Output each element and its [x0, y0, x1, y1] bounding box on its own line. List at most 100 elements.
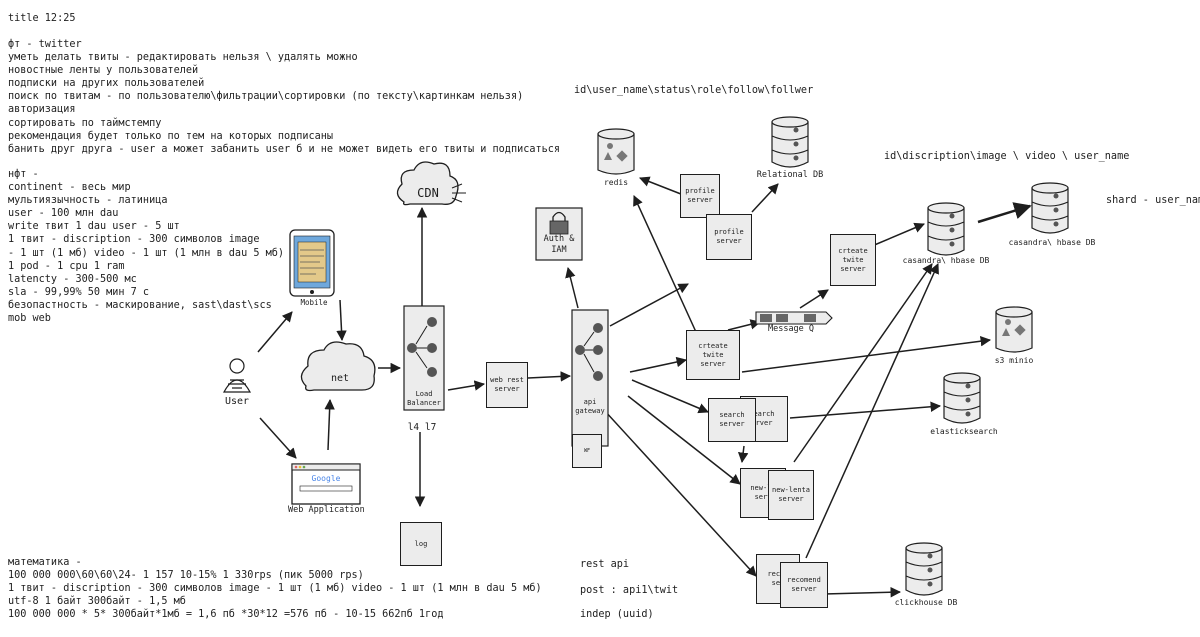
fr-line: авторизация — [8, 104, 76, 116]
log-label: log — [414, 539, 428, 548]
box-line: crteate — [698, 341, 728, 350]
box-line: server — [494, 385, 520, 393]
box-line: profile — [714, 228, 744, 236]
search-server-box: search server — [708, 398, 756, 442]
box-line: server — [700, 359, 726, 368]
user-icon — [222, 358, 252, 393]
api-note-post: post : api1\twit — [580, 585, 679, 596]
box-line: rver — [755, 419, 773, 427]
api-note-indep: indep (uuid) — [580, 609, 654, 620]
user-label: User — [224, 396, 250, 407]
redis-db-icon — [597, 128, 635, 175]
nfr-line: - 1 шт (1 мб) video - 1 шт (1 млн в dau … — [8, 247, 285, 259]
s3-minio-label: s3 minio — [994, 356, 1034, 365]
elasticsearch-db-icon — [943, 372, 981, 424]
fr-line: банить друг друга - user a может забанит… — [8, 143, 561, 155]
line-search-lenta — [737, 445, 749, 464]
waf-label: WF — [583, 447, 591, 454]
lb-line: Balancer — [407, 399, 441, 407]
arrow-create-msgq — [727, 319, 762, 331]
web-application-icon — [291, 463, 361, 505]
gw-line: api — [583, 398, 597, 406]
nfr-line: continent - весь мир — [8, 182, 131, 194]
arrow-profile-redis — [639, 176, 687, 197]
tweet-schema-note: id\discription\image \ video \ user_name — [884, 151, 1130, 162]
nfr-line: нфт - — [8, 169, 39, 180]
arrow-cas-cas2 — [977, 202, 1032, 224]
arrow-web-gw — [527, 371, 572, 382]
arrow-recomend-cas — [805, 263, 939, 559]
casandra-hbase-db-icon — [927, 202, 965, 256]
shard-note: shard - user_name — [1106, 195, 1200, 206]
math-line: utf-8 1 байт 300байт - 1,5 мб — [8, 596, 186, 608]
new-lenta-server-box: new-lenta server — [768, 470, 814, 520]
lb-line: Load — [415, 390, 433, 398]
arrow-gw-auth — [565, 266, 579, 309]
net-cloud-icon — [300, 341, 376, 392]
create-twite-server-box: crteate twite server — [686, 330, 740, 380]
arrow-create-s3 — [741, 336, 992, 373]
auth-iam-label: Auth & IAM — [536, 234, 582, 256]
web-application-label: Web Application — [288, 505, 365, 515]
arrow-user-mobile — [257, 311, 293, 353]
relational-db-label: Relational DB — [756, 170, 824, 180]
api-gateway-icon — [571, 309, 609, 447]
box-line: profile — [685, 187, 715, 195]
gw-line: gateway — [575, 407, 605, 415]
nfr-line: мультиязычность - латиница — [8, 195, 168, 207]
api-gateway-label: api gateway — [572, 398, 608, 416]
arrow-recomend-click — [823, 587, 902, 598]
redis-label: redis — [603, 178, 629, 187]
arrow-gw-search — [631, 379, 709, 414]
fr-line: подписки на других пользователей — [8, 78, 205, 90]
box-line: recomend — [787, 576, 821, 584]
box-line: web rest — [490, 376, 524, 384]
fr-line: поиск по твитам - по пользователю\фильтр… — [8, 91, 524, 103]
profile-server-box-back: profile server — [680, 174, 720, 218]
nfr-line: user - 100 млн dau — [8, 208, 119, 220]
relational-db-icon — [771, 116, 809, 168]
box-line: new-lenta — [772, 486, 810, 494]
net-label: net — [330, 373, 350, 384]
arrow-gw-lenta — [627, 395, 741, 485]
log-box: log — [400, 522, 442, 566]
auth-line: IAM — [551, 245, 567, 255]
box-line: server — [840, 264, 866, 273]
profile-server-box: profile server — [706, 214, 752, 260]
cdn-label: CDN — [417, 186, 439, 200]
message-queue-icon — [755, 311, 833, 325]
math-line: 1 твит - discription - 300 символов imag… — [8, 583, 542, 595]
box-line: server — [791, 585, 817, 593]
nfr-line: безопастность - маскирование, sast\dast\… — [8, 299, 272, 311]
auth-line: Auth & — [543, 234, 575, 244]
arrow-webapp-net — [324, 398, 335, 451]
fr-line: фт - twitter — [8, 39, 82, 50]
arrow-gw-recomend — [603, 409, 757, 577]
auth-lock-icon — [535, 207, 583, 261]
box-line: crteate — [838, 246, 868, 255]
clickhouse-label: clickhouse DB — [894, 598, 958, 607]
casandra-hbase-label: casandra\ hbase DB — [902, 256, 990, 265]
load-balancer-label: Load Balancer — [404, 390, 444, 408]
clickhouse-db-icon — [905, 542, 943, 596]
arrow-gw-create — [629, 356, 688, 373]
arrow-create-redis — [633, 195, 697, 333]
math-notes: математика - 100 000 000\60\60\24- 1 157… — [8, 556, 542, 621]
arrow-profile-reldb — [751, 183, 779, 213]
recomend-server-box: recomend server — [780, 562, 828, 608]
math-line: 100 000 000\60\60\24- 1 157 10-15% 1 330… — [8, 570, 364, 582]
nfr-line: 1 твит - discription - 300 символов imag… — [8, 234, 260, 246]
cdn-cloud-icon — [396, 161, 466, 206]
arrow-user-webapp — [259, 417, 297, 459]
arrow-mobile-net — [336, 299, 347, 342]
google-logo: Google — [311, 474, 341, 483]
casandra-hbase-db-2-icon — [1031, 182, 1069, 234]
l4l7-label: l4 l7 — [407, 422, 437, 433]
math-line: 100 000 000 * 5* 300байт*1мб = 1,6 пб *3… — [8, 609, 444, 621]
nfr-line: mob web — [8, 313, 51, 325]
arrow-gw-profile — [609, 283, 689, 327]
web-rest-server-box: web rest server — [486, 362, 528, 408]
arrow-lb-web — [447, 380, 486, 391]
box-line: earch — [753, 410, 775, 418]
